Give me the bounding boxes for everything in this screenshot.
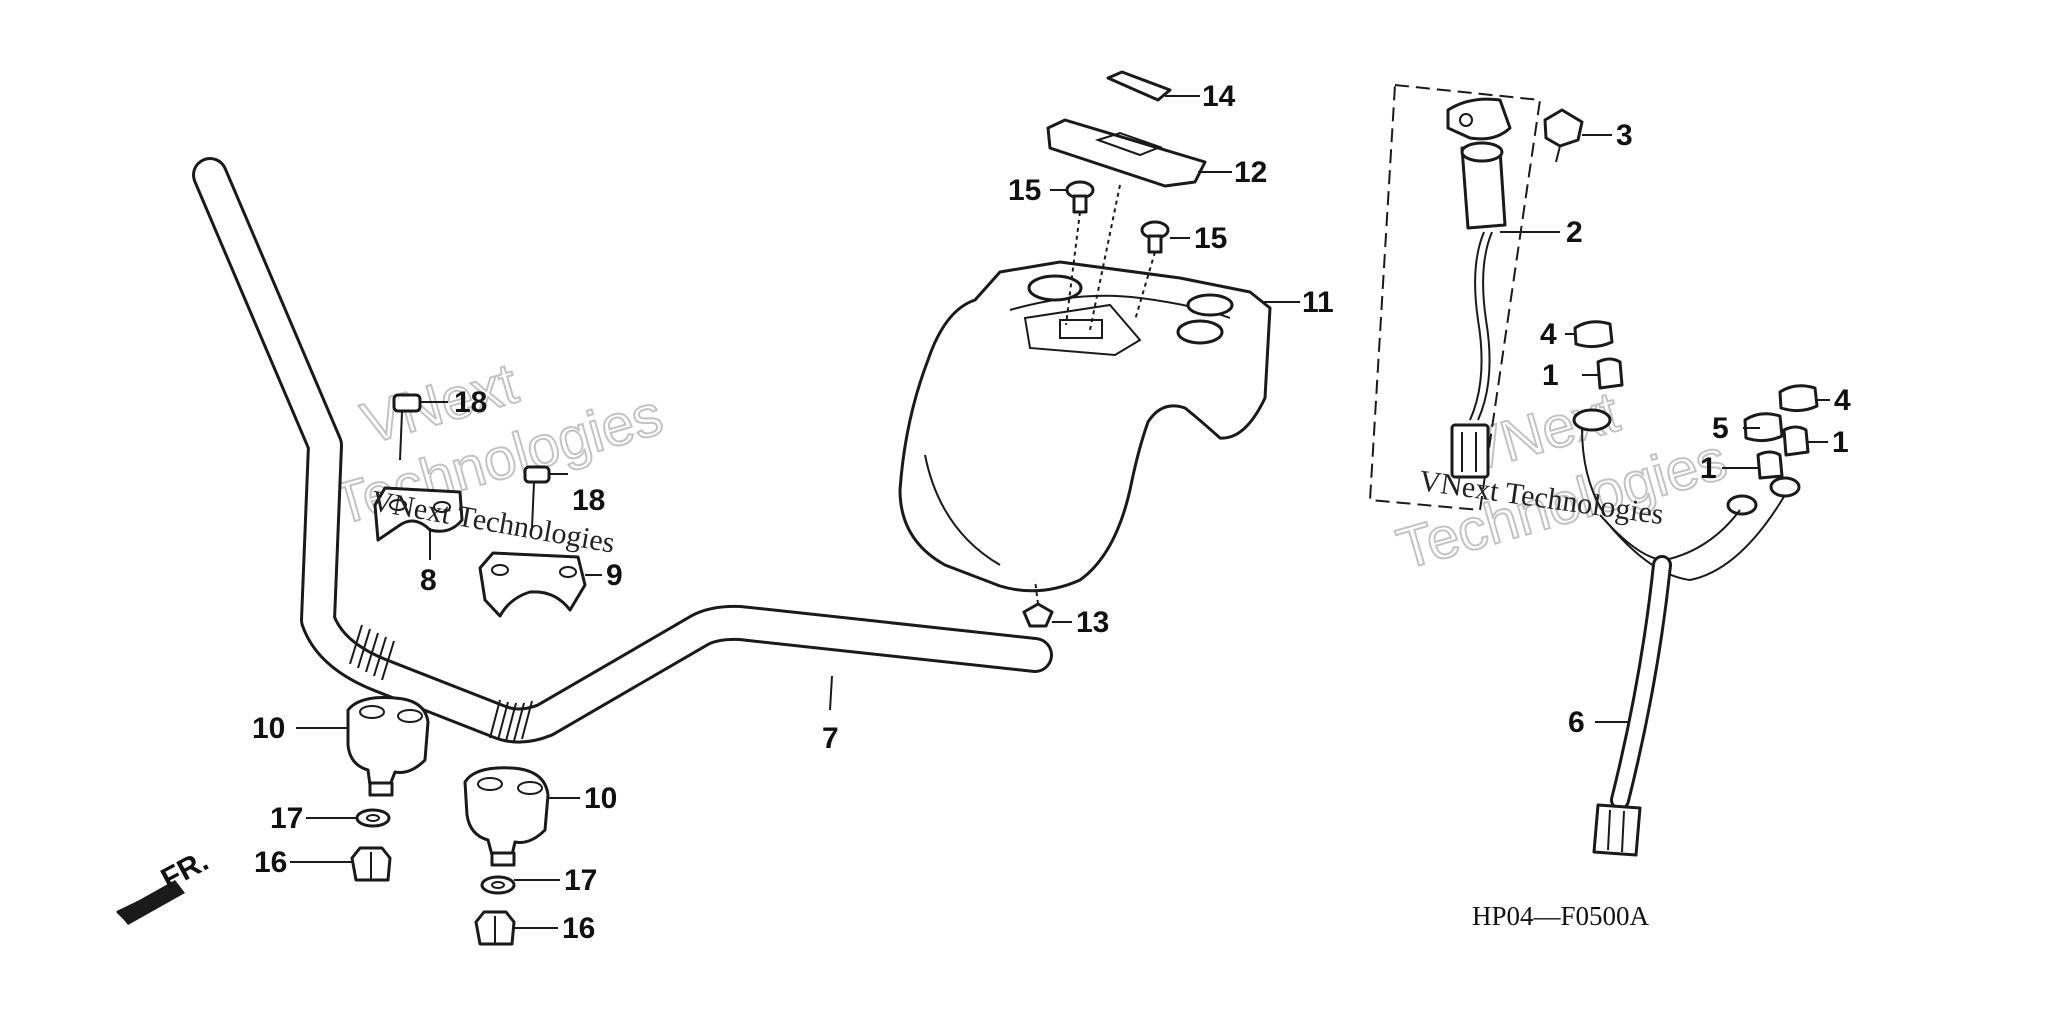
callout-11: 11 — [1302, 286, 1334, 319]
callout-2: 2 — [1566, 216, 1583, 249]
callout-1-left: 1 — [1700, 452, 1717, 485]
callout-1-right: 1 — [1832, 426, 1849, 459]
handlebar-cover — [898, 260, 1272, 593]
wire-harness-6 — [1592, 476, 1801, 857]
callout-3: 3 — [1616, 119, 1633, 152]
bulb-1-top — [1596, 357, 1624, 390]
callout-5: 5 — [1712, 412, 1729, 445]
bulb-1-right — [1782, 425, 1810, 457]
callout-4-left: 4 — [1540, 318, 1557, 351]
holder-10-right — [463, 766, 550, 867]
knurl-right — [489, 699, 533, 742]
diagram-code: HP04—F0500A — [1472, 901, 1650, 931]
plate-14 — [1106, 70, 1172, 102]
callout-6: 6 — [1568, 706, 1585, 739]
cover-plate-12 — [1046, 118, 1207, 188]
arrow-left-icon — [118, 880, 185, 925]
leader-lines — [290, 95, 1830, 929]
handlebar — [192, 157, 1053, 744]
callout-10-right: 10 — [584, 782, 617, 815]
screw-15-right — [1140, 220, 1170, 254]
callout-15-left: 15 — [1008, 174, 1041, 207]
callout-9: 9 — [606, 559, 623, 592]
screw-15-left — [1065, 180, 1095, 214]
knurl-left — [349, 624, 395, 681]
nut-16-right — [474, 910, 516, 946]
callout-10-left: 10 — [252, 712, 285, 745]
clip-13 — [1022, 602, 1054, 628]
bulb-1-left — [1756, 450, 1784, 480]
callout-4-right: 4 — [1834, 384, 1851, 417]
washer-17-left — [355, 808, 391, 828]
callout-12: 12 — [1234, 156, 1267, 189]
ignition-switch-2 — [1368, 83, 1542, 512]
callout-8: 8 — [420, 564, 437, 597]
callout-1-top: 1 — [1542, 359, 1559, 392]
bolt-18-left — [392, 393, 422, 461]
socket-left — [1572, 408, 1612, 516]
callout-16-left: 16 — [254, 846, 287, 879]
callout-17-left: 17 — [270, 802, 303, 835]
grommet-4-right — [1778, 384, 1819, 413]
callout-18-left: 18 — [454, 386, 487, 419]
washer-17-right — [480, 875, 516, 895]
callout-7: 7 — [822, 722, 839, 755]
holder-10-left — [346, 696, 430, 797]
holder-9 — [478, 551, 587, 618]
callout-14: 14 — [1202, 80, 1236, 113]
callout-16-right: 16 — [562, 912, 595, 945]
nut-16-left — [350, 846, 392, 882]
front-direction-indicator: FR. — [116, 844, 214, 925]
callout-15-right: 15 — [1194, 222, 1227, 255]
callout-18-right: 18 — [572, 484, 605, 517]
callout-labels: 14 12 15 15 11 13 18 18 8 9 10 10 7 17 1… — [252, 80, 1851, 945]
grommet-4-left — [1573, 320, 1614, 349]
callout-17-right: 17 — [564, 864, 597, 897]
socket-5 — [1743, 412, 1784, 443]
callout-13: 13 — [1076, 606, 1109, 639]
assembly-lines — [1034, 184, 1156, 605]
key-3 — [1543, 108, 1584, 163]
